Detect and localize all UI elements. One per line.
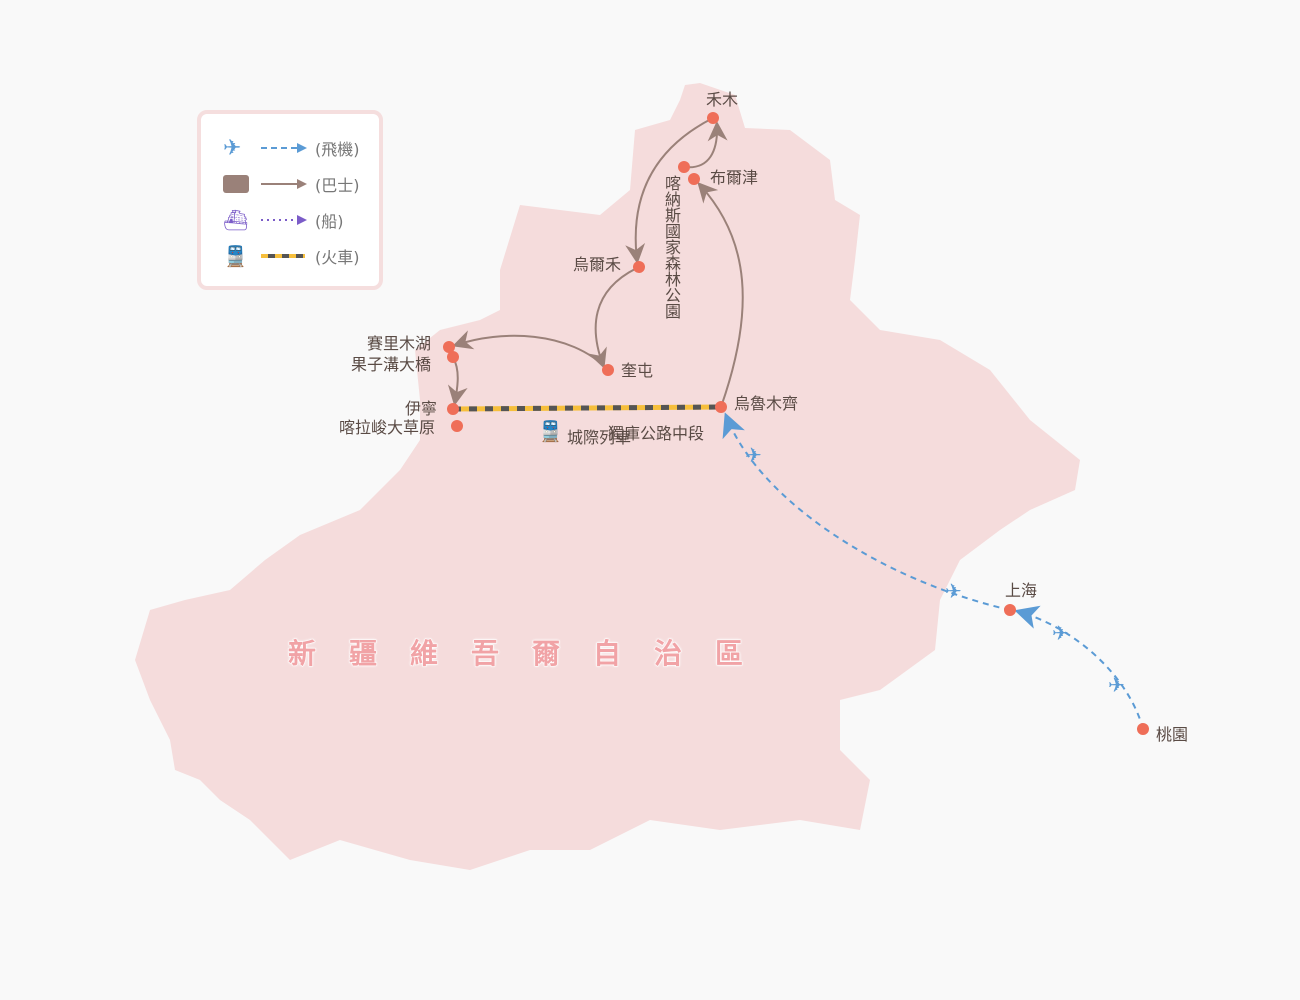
label-kalajun: 喀拉峻大草原 <box>339 418 436 437</box>
label-yining: 伊寧 <box>405 399 438 418</box>
label-urho: 烏爾禾 <box>573 255 622 274</box>
label-shanghai: 上海 <box>1005 581 1038 600</box>
region-title: 新疆維吾爾自治區 <box>287 637 777 671</box>
label-kuytun: 奎屯 <box>621 361 654 380</box>
label-kanas-park: 喀納斯國家森林公園 <box>662 175 681 319</box>
svg-text:✈: ✈ <box>945 579 962 603</box>
bus-route-hemu-urho <box>625 117 714 264</box>
label-urumqi: 烏魯木齊 <box>734 394 799 413</box>
label-burqin: 布爾津 <box>710 168 759 187</box>
legend-bus: (巴士) <box>223 170 360 198</box>
svg-text:✈: ✈ <box>745 443 762 467</box>
svg-text:✈: ✈ <box>1052 621 1069 645</box>
train-icon: 🚆 <box>538 419 563 443</box>
bus-route-kuytun-sayram <box>452 330 609 371</box>
label-guozigou: 果子溝大橋 <box>351 355 432 374</box>
bus-route-urumqi-burqin <box>697 182 744 408</box>
legend-plane: ✈ (飛機) <box>223 135 360 161</box>
train-route-dash <box>452 404 722 412</box>
flight-taoyuan-shanghai <box>1014 605 1144 730</box>
train-icon: 🚆 <box>223 244 248 268</box>
bus-icon <box>223 175 249 193</box>
plane-icons: ✈ ✈ ✈ ✈ <box>745 443 1125 697</box>
legend-ship: ⛴ (船) <box>223 208 344 232</box>
label-sayram: 賽里木湖 <box>367 334 432 353</box>
xinjiang-region <box>135 83 1080 870</box>
svg-text:✈: ✈ <box>1108 673 1125 697</box>
location-points <box>443 112 1149 735</box>
ship-icon: ⛴ <box>223 208 249 232</box>
legend-train: 🚆 (火車) <box>223 244 360 268</box>
airplane-icon: ✈ <box>223 135 242 161</box>
bus-route-urho-kuytun <box>588 266 640 369</box>
label-taoyuan: 桃園 <box>1156 725 1189 744</box>
legend: ✈ (飛機) (巴士) ⛴ (船) 🚆 (火車) <box>197 110 383 290</box>
label-intercity-train: 城際列車 <box>567 428 632 447</box>
label-hemu: 禾木 <box>706 90 739 109</box>
bus-route-burqin-hemu <box>683 121 728 169</box>
label-duku-highway: 獨庫公路中段 <box>608 424 705 443</box>
